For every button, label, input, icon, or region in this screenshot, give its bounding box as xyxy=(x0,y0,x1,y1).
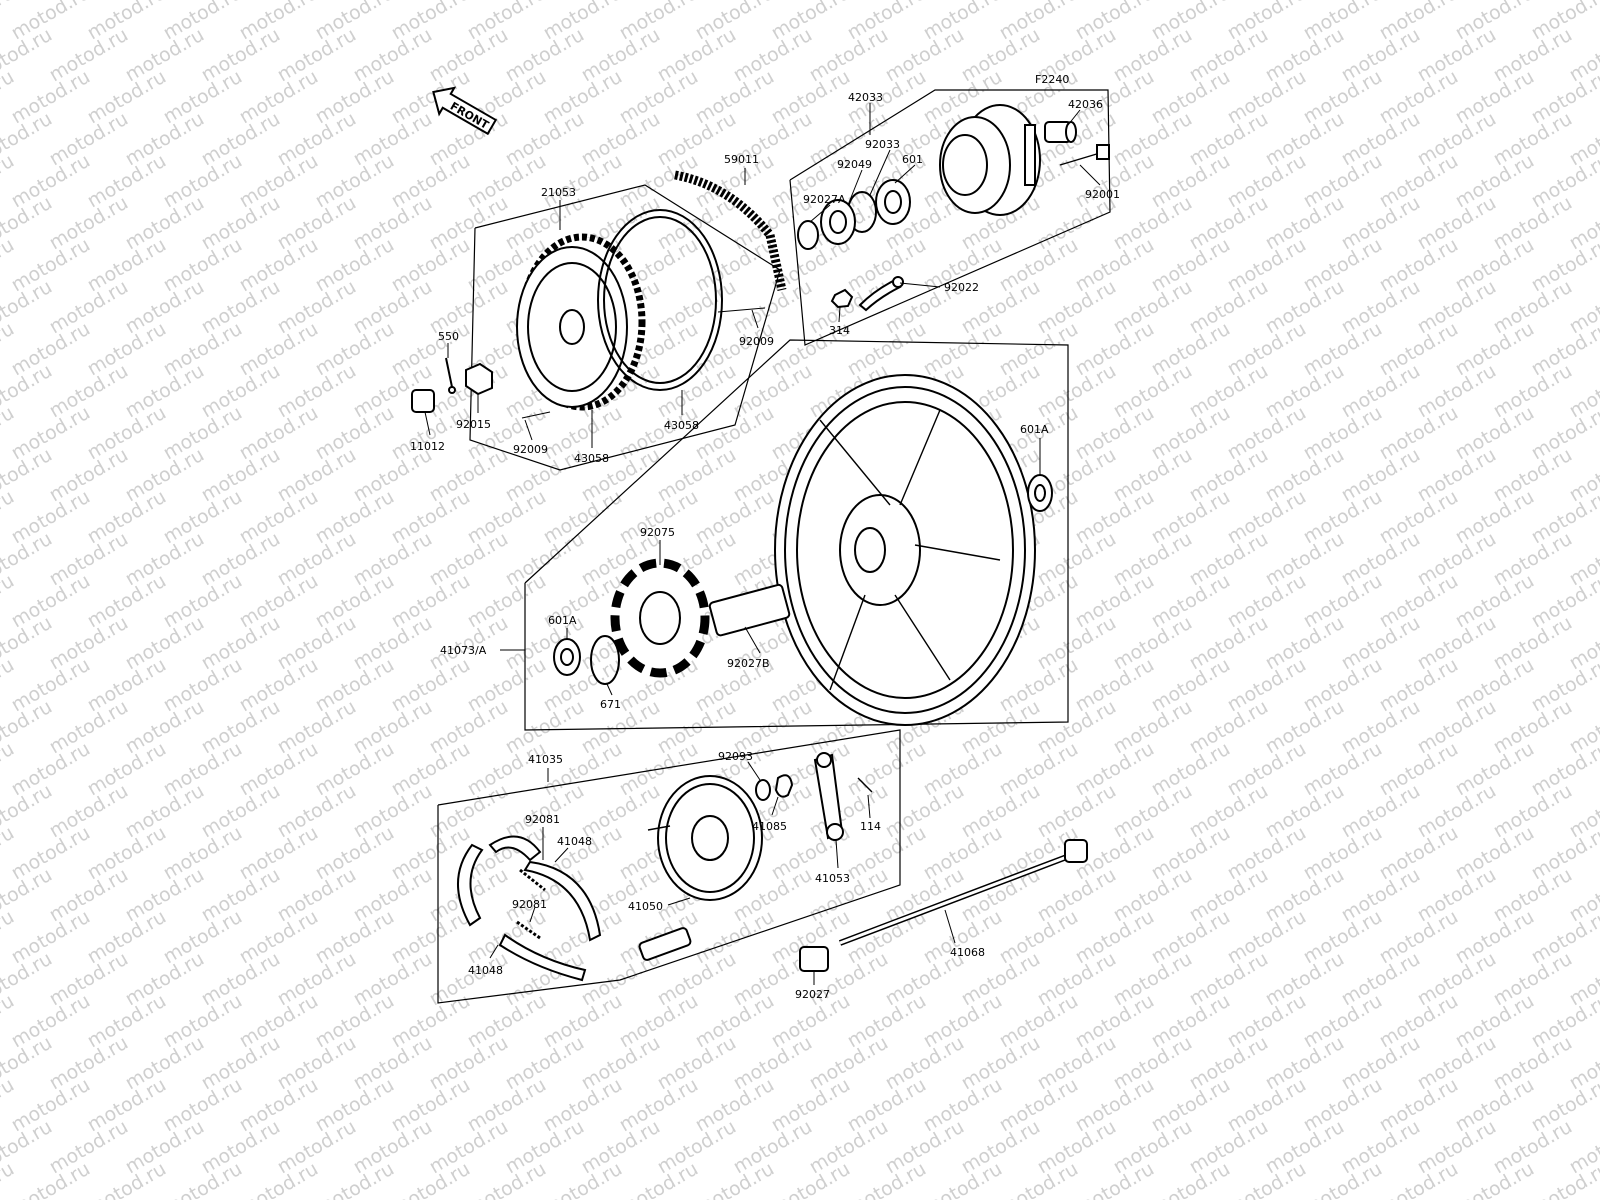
cam-41050 xyxy=(638,927,692,961)
nut-92015 xyxy=(465,362,493,396)
collar-11012 xyxy=(411,389,435,413)
label-41053: 41053 xyxy=(815,872,850,885)
bearing-601A-right xyxy=(1027,474,1053,512)
brake-shoe-lower xyxy=(457,843,587,982)
leader-lines xyxy=(424,103,1101,985)
label-92027A: 92027A xyxy=(803,193,846,206)
bearing-601 xyxy=(875,179,911,225)
label-601A-right: 601A xyxy=(1020,423,1049,436)
label-42036: 42036 xyxy=(1068,98,1103,111)
seal-92093 xyxy=(755,779,771,801)
label-92022: 92022 xyxy=(944,281,979,294)
label-92033: 92033 xyxy=(865,138,900,151)
cotter-pin-550 xyxy=(445,357,456,394)
oil-seal-92049 xyxy=(820,199,856,245)
figure-code: F2240 xyxy=(1035,73,1069,86)
label-41085: 41085 xyxy=(752,820,787,833)
indicator-41085 xyxy=(774,774,794,798)
label-92027B: 92027B xyxy=(727,657,770,670)
rear-hub-coupling xyxy=(939,104,1041,216)
label-41050: 41050 xyxy=(628,900,663,913)
label-550: 550 xyxy=(438,330,459,343)
cam-lever-41053 xyxy=(813,752,844,841)
axle-41068 xyxy=(838,839,1088,946)
label-92009-lower: 92009 xyxy=(513,443,548,456)
brake-shoe-upper xyxy=(488,835,602,942)
watermark-text: motod.ru xyxy=(0,1158,18,1200)
wheel-group-outline xyxy=(524,339,1069,731)
label-114: 114 xyxy=(860,820,881,833)
coupling-ring-43058 xyxy=(597,209,723,391)
screw-92009-upper xyxy=(717,307,766,313)
label-92049: 92049 xyxy=(837,158,872,171)
bolt-114 xyxy=(857,777,873,793)
collar-92027A xyxy=(797,220,819,250)
label-41035: 41035 xyxy=(528,753,563,766)
bolt-92001 xyxy=(1059,144,1110,166)
label-314: 314 xyxy=(829,324,850,337)
label-601A-left: 601A xyxy=(548,614,577,627)
brake-panel-41035 xyxy=(647,775,763,901)
label-11012: 11012 xyxy=(410,440,445,453)
label-92001: 92001 xyxy=(1085,188,1120,201)
spring-92081-upper xyxy=(519,868,546,892)
label-43058-upper: 43058 xyxy=(664,419,699,432)
label-92093: 92093 xyxy=(718,750,753,763)
bearing-601A-left xyxy=(553,638,581,676)
sprocket-group-outline xyxy=(469,184,781,471)
cast-wheel xyxy=(774,374,1036,726)
screw-92009-lower xyxy=(521,411,551,419)
label-601: 601 xyxy=(902,153,923,166)
nut-314 xyxy=(830,288,854,309)
sprocket-21053 xyxy=(516,233,646,411)
collar-42036 xyxy=(1044,121,1077,143)
label-43058-lower: 43058 xyxy=(574,452,609,465)
label-59011: 59011 xyxy=(724,153,759,166)
label-92027: 92027 xyxy=(795,988,830,1001)
label-41073A: 41073/A xyxy=(440,644,487,657)
collar-92027 xyxy=(799,946,829,972)
o-ring-671 xyxy=(590,635,620,685)
damper-92075 xyxy=(610,558,710,678)
label-92075: 92075 xyxy=(640,526,675,539)
label-92009-upper: 92009 xyxy=(739,335,774,348)
label-41048-lower: 41048 xyxy=(468,964,503,977)
label-92015: 92015 xyxy=(456,418,491,431)
label-92081-upper: 92081 xyxy=(525,813,560,826)
label-21053: 21053 xyxy=(541,186,576,199)
brake-group-outline xyxy=(437,729,901,1004)
label-92081-lower: 92081 xyxy=(512,898,547,911)
label-42033: 42033 xyxy=(848,91,883,104)
distance-collar-92027B xyxy=(708,583,791,637)
chain-adjuster-92022 xyxy=(858,276,904,312)
label-41048-upper: 41048 xyxy=(557,835,592,848)
chain-59011 xyxy=(674,170,787,291)
label-41068: 41068 xyxy=(950,946,985,959)
label-671: 671 xyxy=(600,698,621,711)
part-labels: 42033 42036 92033 92049 601 92027A 92001… xyxy=(410,91,1120,1001)
